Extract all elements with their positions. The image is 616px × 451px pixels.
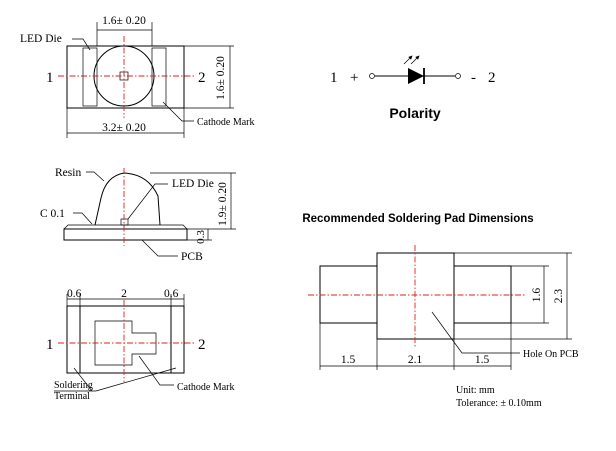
soldering-label-2: Terminal: [54, 391, 90, 402]
anode-terminal: [369, 73, 375, 79]
bottom-dim-left: 0.6: [67, 288, 82, 300]
bottom-dim-mid: 2: [121, 288, 127, 300]
left-pad: [319, 265, 378, 324]
hole-on-pcb: [376, 252, 455, 340]
bottom-pad-shape: [94, 320, 157, 366]
side-led-die-label: LED Die: [172, 178, 214, 190]
polarity-minus: -: [471, 70, 476, 86]
pad-layout: Recommended Soldering Pad Dimensions 1.5…: [302, 213, 579, 409]
polarity-plus: +: [350, 70, 358, 86]
side-pcb: [63, 228, 188, 241]
right-terminal: [151, 47, 167, 107]
left-terminal: [82, 47, 98, 107]
pad-dim-mid: 2.1: [408, 354, 423, 366]
pad-dim-inner-height: 1.6: [531, 288, 543, 303]
pad-dim-outer-height: 2.3: [553, 289, 565, 304]
unit-label: Unit: mm: [456, 385, 495, 396]
bottom-view-body: [66, 305, 185, 374]
pad-dim-left: 1.5: [341, 354, 356, 366]
top-width-dim: 1.6± 0.20: [102, 15, 146, 27]
top-pin2: 2: [198, 70, 206, 86]
hole-label: Hole On PCB: [523, 349, 579, 360]
tolerance-label: Tolerance: ± 0.10mm: [456, 398, 542, 409]
bottom-dim-right: 0.6: [164, 288, 179, 300]
right-pad: [453, 265, 512, 324]
top-led-die-label: LED Die: [20, 33, 62, 45]
pad-title: Recommended Soldering Pad Dimensions: [302, 213, 533, 225]
resin-dome: [94, 172, 161, 226]
polarity-pin2: 2: [488, 70, 496, 86]
top-pin1: 1: [46, 70, 54, 86]
light-arrow-icon: [410, 55, 420, 65]
side-led-die: [120, 218, 129, 226]
top-view: 1.6± 0.20 1.6± 0.20 3.2± 0.20 LED Die 1 …: [20, 15, 255, 138]
soldering-label-1: Soldering: [54, 380, 93, 391]
bottom-view: 0.6 2 0.6 1 2 Soldering Terminal Cathode…: [46, 288, 235, 402]
resin-label: Resin: [55, 167, 81, 179]
side-height-dim: 1.9± 0.20: [217, 182, 229, 226]
top-view-body: [66, 45, 185, 109]
top-cathode-label: Cathode Mark: [197, 117, 255, 128]
light-arrow-icon: [403, 55, 413, 65]
top-height-dim: 1.6± 0.20: [215, 56, 227, 100]
bottom-pin2: 2: [198, 337, 206, 353]
pcb-thickness-dim: 0.3: [195, 230, 207, 244]
c01-label: C 0.1: [40, 208, 65, 220]
side-pcb-label: PCB: [181, 251, 203, 263]
bottom-cathode-label: Cathode Mark: [177, 382, 235, 393]
polarity-title: Polarity: [389, 105, 441, 121]
side-view: 1.9± 0.20 0.3 Resin LED Die C 0.1 PCB: [40, 167, 236, 263]
polarity-symbol: 1 + - 2 Polarity: [330, 55, 496, 121]
pad-dim-right: 1.5: [475, 354, 490, 366]
top-length-dim: 3.2± 0.20: [102, 122, 146, 134]
diode-triangle-icon: [408, 68, 424, 84]
bottom-pin1: 1: [46, 337, 54, 353]
cathode-terminal: [455, 73, 461, 79]
polarity-pin1: 1: [330, 70, 338, 86]
